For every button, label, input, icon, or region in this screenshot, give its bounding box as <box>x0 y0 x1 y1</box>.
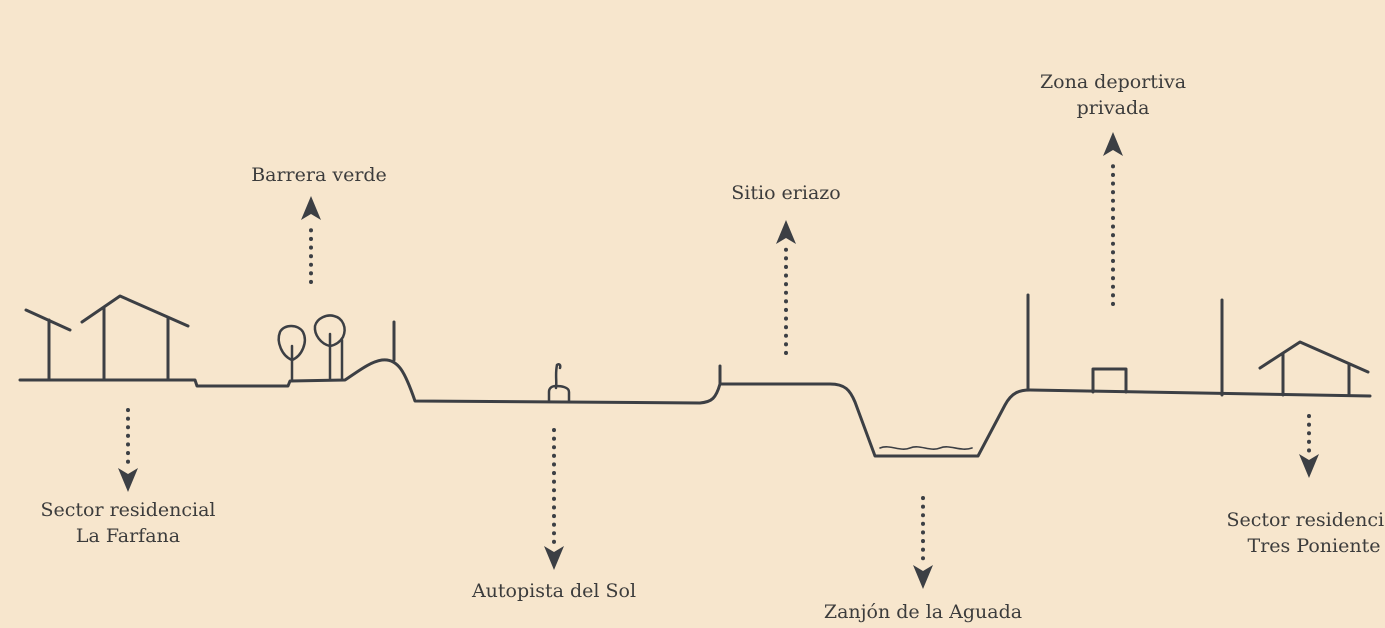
highway-lamp-icon <box>547 362 571 403</box>
arrowhead-up-icon <box>776 220 796 244</box>
label-autopista: Autopista del Sol <box>454 578 654 604</box>
arrowhead-down-icon <box>913 565 933 589</box>
label-sitio-eriazo: Sitio eriazo <box>716 180 856 206</box>
house-left-large-icon <box>80 294 190 382</box>
arrowhead-up-icon <box>1103 132 1123 156</box>
ground-profile-line <box>18 358 1372 458</box>
water-icon <box>879 446 973 450</box>
label-sector-tres-poniente-line1: Sector residencial <box>1226 509 1385 531</box>
tree-icon <box>277 324 307 383</box>
house-right-icon <box>1258 340 1370 397</box>
label-zona-deportiva-line2: privada <box>1076 97 1150 119</box>
arrowhead-down-icon <box>118 468 138 492</box>
arrowhead-down-icon <box>544 546 564 570</box>
label-zanjon-text: Zanjón de la Aguada <box>823 601 1023 623</box>
label-barrera-verde: Barrera verde <box>249 162 389 188</box>
label-barrera-verde-text: Barrera verde <box>251 164 387 186</box>
arrowhead-down-icon <box>1299 454 1319 478</box>
label-sector-tres-poniente-line2: Tres Poniente <box>1247 535 1381 557</box>
field-box-icon <box>1091 367 1128 394</box>
label-zona-deportiva: Zona deportiva privada <box>1023 69 1203 121</box>
label-sitio-eriazo-text: Sitio eriazo <box>731 182 841 204</box>
label-sector-farfana-line2: La Farfana <box>75 525 181 547</box>
label-sector-tres-poniente: Sector residencial Tres Poniente <box>1214 507 1385 559</box>
arrowhead-up-icon <box>301 196 321 220</box>
label-sector-farfana: Sector residencial La Farfana <box>28 497 228 549</box>
label-sector-farfana-line1: Sector residencial <box>40 499 216 521</box>
house-left-small-icon <box>24 308 72 382</box>
tree-icon <box>313 314 346 382</box>
label-autopista-text: Autopista del Sol <box>471 580 637 602</box>
label-zona-deportiva-line1: Zona deportiva <box>1039 71 1187 93</box>
label-zanjon: Zanjón de la Aguada <box>808 599 1038 625</box>
